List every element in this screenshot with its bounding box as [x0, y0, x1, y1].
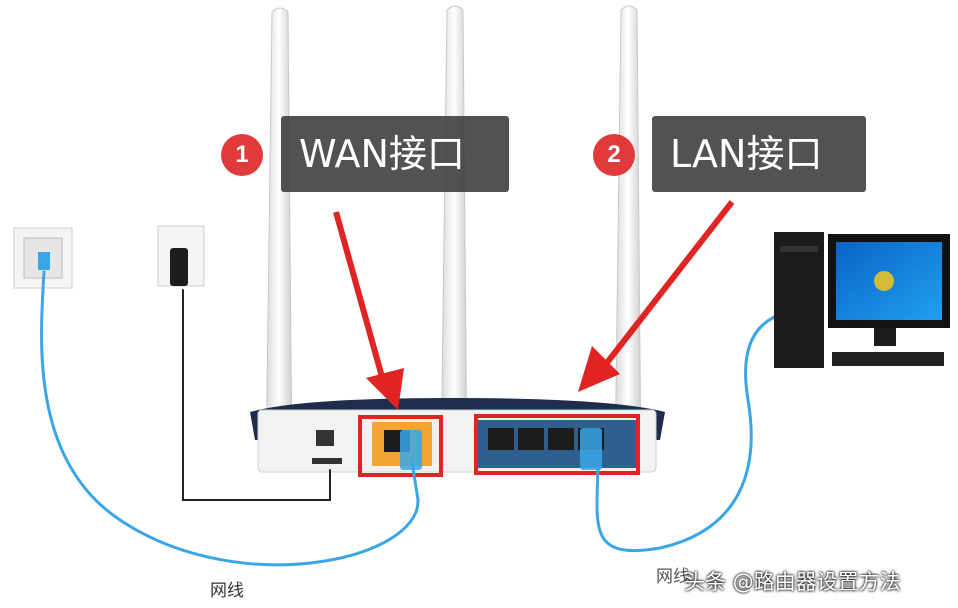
rj45-connectors [400, 428, 602, 470]
partial-caption: 网线 [656, 567, 690, 587]
power-adapter [170, 248, 188, 286]
power-jack [316, 430, 334, 446]
cable-caption: 网线 [210, 581, 244, 601]
lan-port-callout: LAN接口 [652, 116, 866, 192]
desktop-computer [774, 232, 950, 368]
cables [40, 270, 792, 567]
pc-tower [774, 232, 824, 368]
arrow-to-wan [333, 211, 404, 410]
keyboard [832, 352, 944, 366]
wan-highlight-box [358, 415, 443, 477]
lan-highlight-box [474, 414, 640, 475]
callout-2-badge: 2 [593, 134, 635, 176]
watermark-text: 头条 @路由器设置方法 [684, 570, 901, 594]
router-body [250, 398, 665, 473]
wall-power-outlet [157, 225, 205, 287]
arrow-to-lan [578, 200, 735, 392]
callout-1-badge: 1 [221, 134, 263, 176]
wan-port-callout: WAN接口 [281, 116, 509, 192]
